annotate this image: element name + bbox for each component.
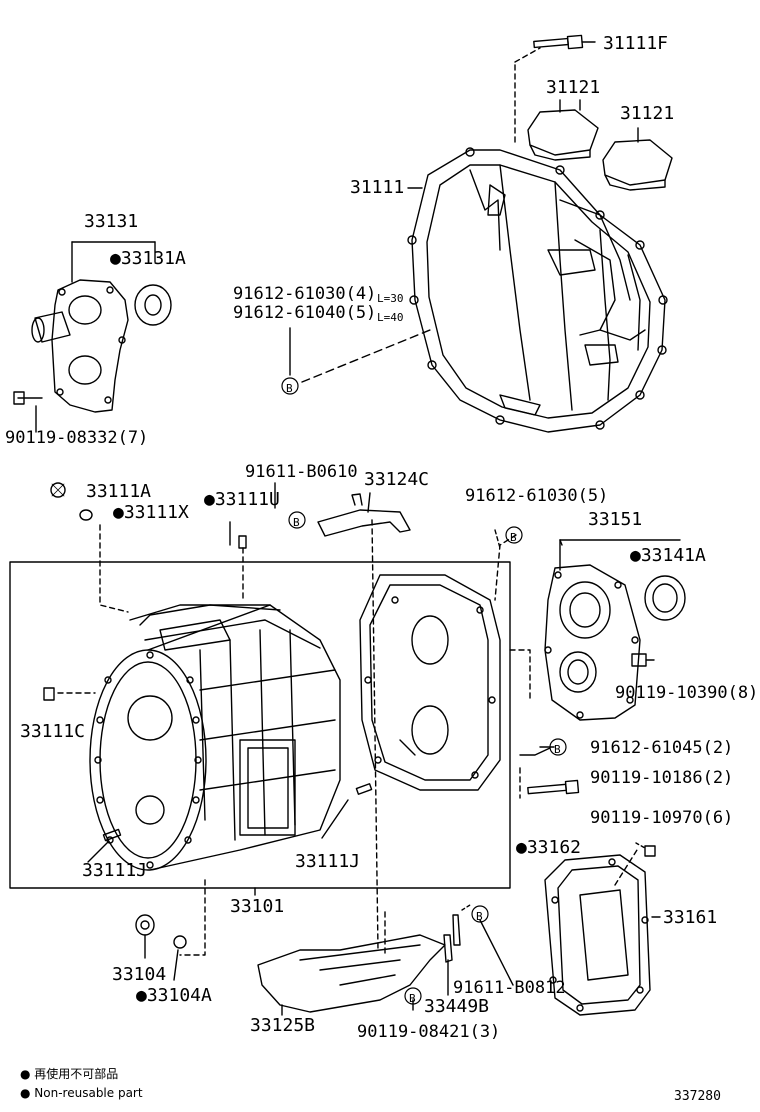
- callout-b-label: B: [554, 743, 561, 756]
- drawing-number: 337280: [674, 1089, 721, 1104]
- callout-b-08421: [404, 987, 422, 1005]
- bell-housing-31111-drawing: [407, 147, 668, 433]
- label-33124C: 33124C: [364, 469, 430, 490]
- callout-b-b0812: [471, 905, 489, 923]
- label-33162: ●33162: [516, 837, 582, 858]
- assembly-frame: [9, 561, 511, 889]
- label-33111A: 33111A: [86, 481, 152, 502]
- label-90119-08421: 90119-08421(3): [357, 1022, 501, 1042]
- label-33449B: 33449B: [424, 996, 490, 1017]
- callout-b-label: B: [510, 531, 517, 544]
- label-33111U: ●33111U: [204, 489, 280, 510]
- bolt-90119-10186-drawing: [519, 767, 580, 799]
- callout-b-top: [281, 377, 299, 395]
- label-33111C: 33111C: [20, 721, 86, 742]
- bracket-33449B-drawing: [443, 904, 471, 996]
- bolt-31111F-drawing: [514, 34, 596, 146]
- label-33104: 33104: [112, 964, 167, 985]
- label-31121-a: 31121: [546, 77, 601, 98]
- case-33101-drawing: [89, 604, 341, 871]
- callout-b-label: B: [293, 516, 300, 529]
- label-91612-61030-4: 91612-61030(4): [233, 284, 377, 304]
- cover-33125B-drawing: [257, 934, 446, 1016]
- cover-31121-drawing: [527, 99, 673, 191]
- label-91611-B0610: 91611-B0610: [245, 462, 358, 482]
- label-90119-10970: 90119-10970(6): [590, 808, 734, 828]
- label-31111F: 31111F: [603, 33, 669, 54]
- label-33104A: ●33104A: [136, 985, 212, 1006]
- label-33111J-a: 33111J: [82, 860, 148, 881]
- label-33151: 33151: [588, 509, 643, 530]
- label-91612-61040-5: 91612-61040(5): [233, 303, 377, 323]
- plugs-33104-drawing: [135, 914, 187, 981]
- adapter-plate-drawing: [359, 574, 501, 791]
- label-length-30: L=30: [377, 292, 404, 305]
- label-90119-08332: 90119-08332(7): [5, 428, 149, 448]
- label-33161: 33161: [663, 907, 718, 928]
- legend-non-reusable-jp: ● 再使用不可部品: [20, 1067, 119, 1081]
- legend-non-reusable-en: ● Non-reusable part: [20, 1086, 143, 1100]
- label-33131A: ●33131A: [110, 248, 186, 269]
- callout-b-label: B: [476, 910, 483, 923]
- label-90119-10390: 90119-10390(8): [615, 683, 759, 703]
- callout-b-61045: [549, 738, 567, 756]
- label-91612-61045: 91612-61045(2): [590, 738, 734, 758]
- label-31111: 31111: [350, 177, 405, 198]
- label-91612-61030-5: 91612-61030(5): [465, 486, 609, 506]
- callout-b-label: B: [409, 992, 416, 1005]
- extension-33151-drawing: [494, 534, 686, 756]
- bracket-33124C-drawing: [274, 482, 411, 951]
- label-33101: 33101: [230, 896, 285, 917]
- label-33131: 33131: [84, 211, 139, 232]
- label-91611-B0812: 91611-B0812: [453, 978, 566, 998]
- cover-33161-drawing: [544, 842, 661, 1016]
- callout-b-b0610: [288, 511, 306, 529]
- label-33141A: ●33141A: [630, 545, 706, 566]
- label-33125B: 33125B: [250, 1015, 316, 1036]
- callout-b-61030: [505, 526, 523, 544]
- label-90119-10186: 90119-10186(2): [590, 768, 734, 788]
- label-31121-b: 31121: [620, 103, 675, 124]
- pins-and-plugs-drawing: [43, 482, 373, 956]
- callout-b-label: B: [286, 382, 293, 395]
- label-33111X: ●33111X: [113, 502, 189, 523]
- label-33111J-b: 33111J: [295, 851, 361, 872]
- retainer-33131-drawing: [13, 241, 172, 433]
- label-length-40: L=40: [377, 311, 404, 324]
